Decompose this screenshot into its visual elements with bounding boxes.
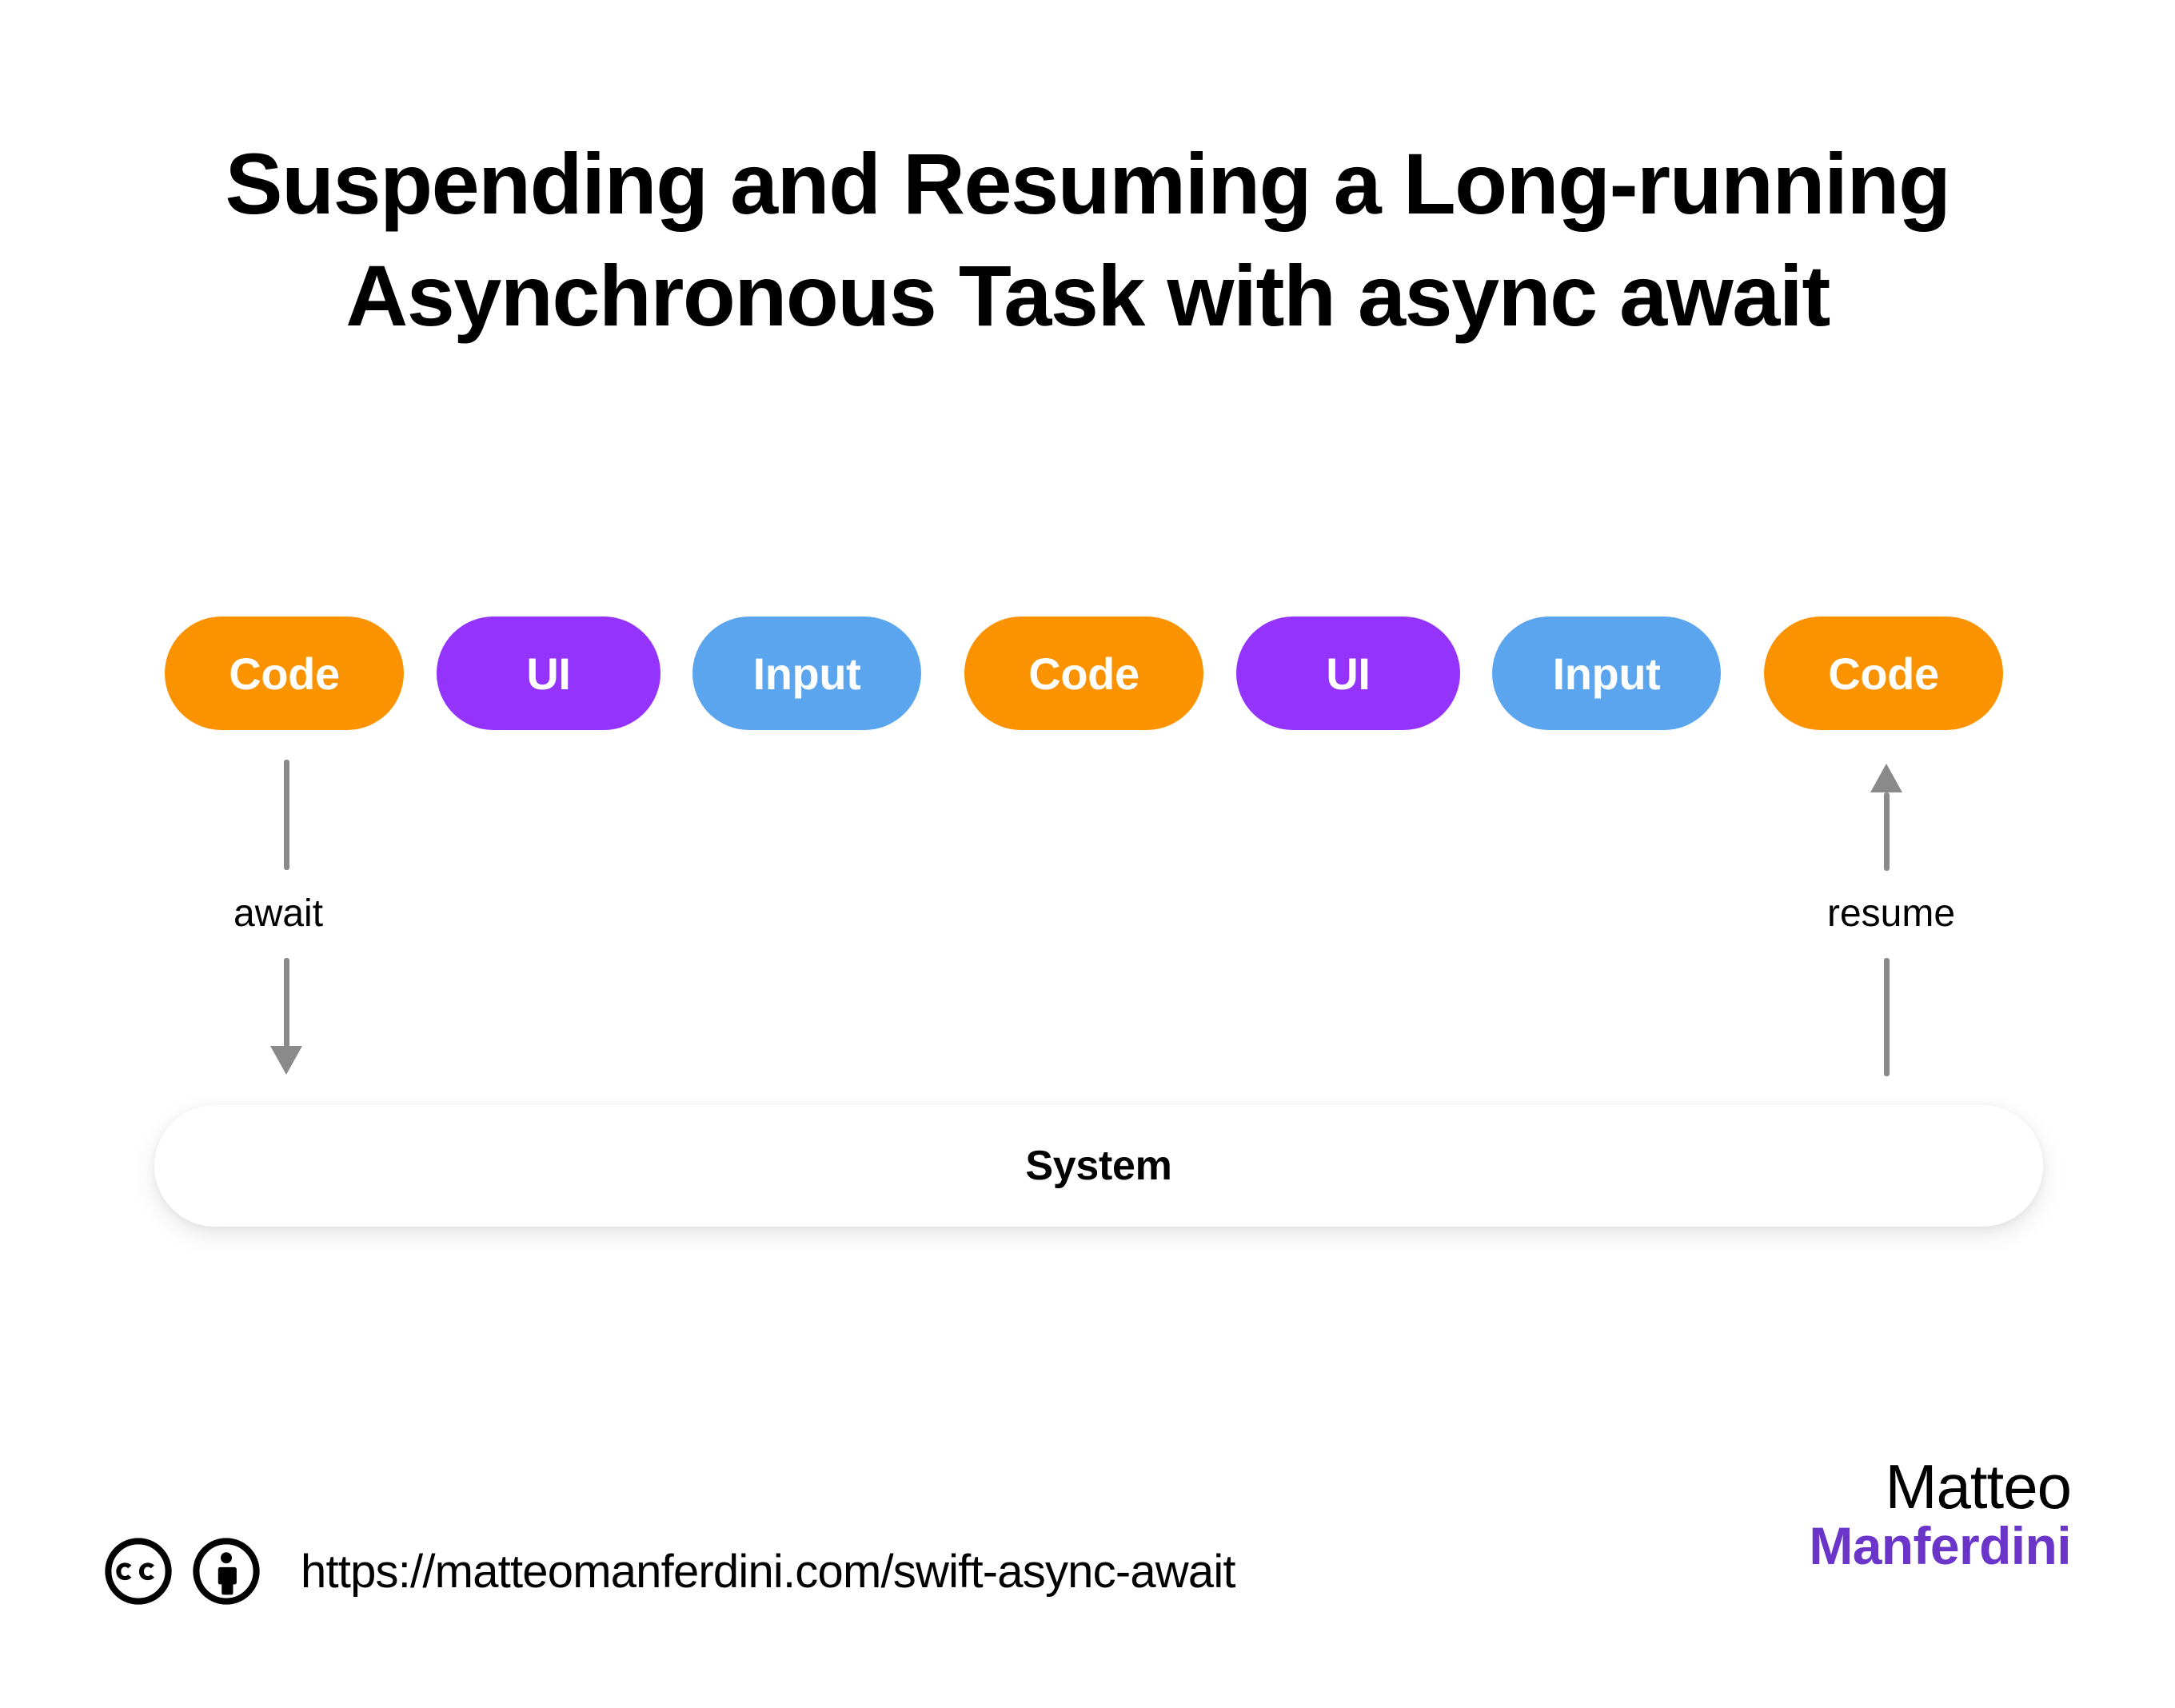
await-arrow-line-bottom — [284, 958, 289, 1048]
resume-arrowhead-icon — [1870, 764, 1902, 792]
resume-arrow-line-top — [1884, 792, 1890, 871]
cc-icon — [105, 1538, 172, 1605]
timeline-pill-code-7[interactable]: Code — [1764, 617, 2003, 730]
await-arrowhead-icon — [270, 1046, 302, 1075]
resume-arrow-line-bottom — [1884, 958, 1890, 1076]
resume-arrow-label: resume — [1827, 892, 1956, 935]
timeline-pill-code-1[interactable]: Code — [165, 617, 404, 730]
system-bar: System — [154, 1105, 2043, 1227]
footer-url[interactable]: https://matteomanferdini.com/swift-async… — [301, 1545, 1236, 1598]
timeline-pill-ui-2[interactable]: UI — [437, 617, 660, 730]
await-arrow-line-top — [284, 760, 289, 870]
brand-logo-last-name: Manferdini — [1809, 1515, 2071, 1575]
system-label: System — [1025, 1143, 1172, 1189]
cc-by-icon — [193, 1538, 260, 1605]
execution-timeline: Code UI Input Code UI Input Code — [165, 617, 2026, 730]
timeline-pill-ui-5[interactable]: UI — [1236, 617, 1460, 730]
footer-license: https://matteomanferdini.com/swift-async… — [104, 1527, 1236, 1615]
brand-logo-first-name: Matteo — [1885, 1451, 2072, 1522]
timeline-pill-input-3[interactable]: Input — [692, 617, 921, 730]
await-arrow-label: await — [233, 892, 324, 935]
timeline-pill-input-6[interactable]: Input — [1492, 617, 1721, 730]
page-title: Suspending and Resuming a Long-running A… — [225, 135, 1951, 345]
timeline-pill-code-4[interactable]: Code — [964, 617, 1203, 730]
brand-logo: Matteo Manferdini — [1809, 1451, 2072, 1575]
